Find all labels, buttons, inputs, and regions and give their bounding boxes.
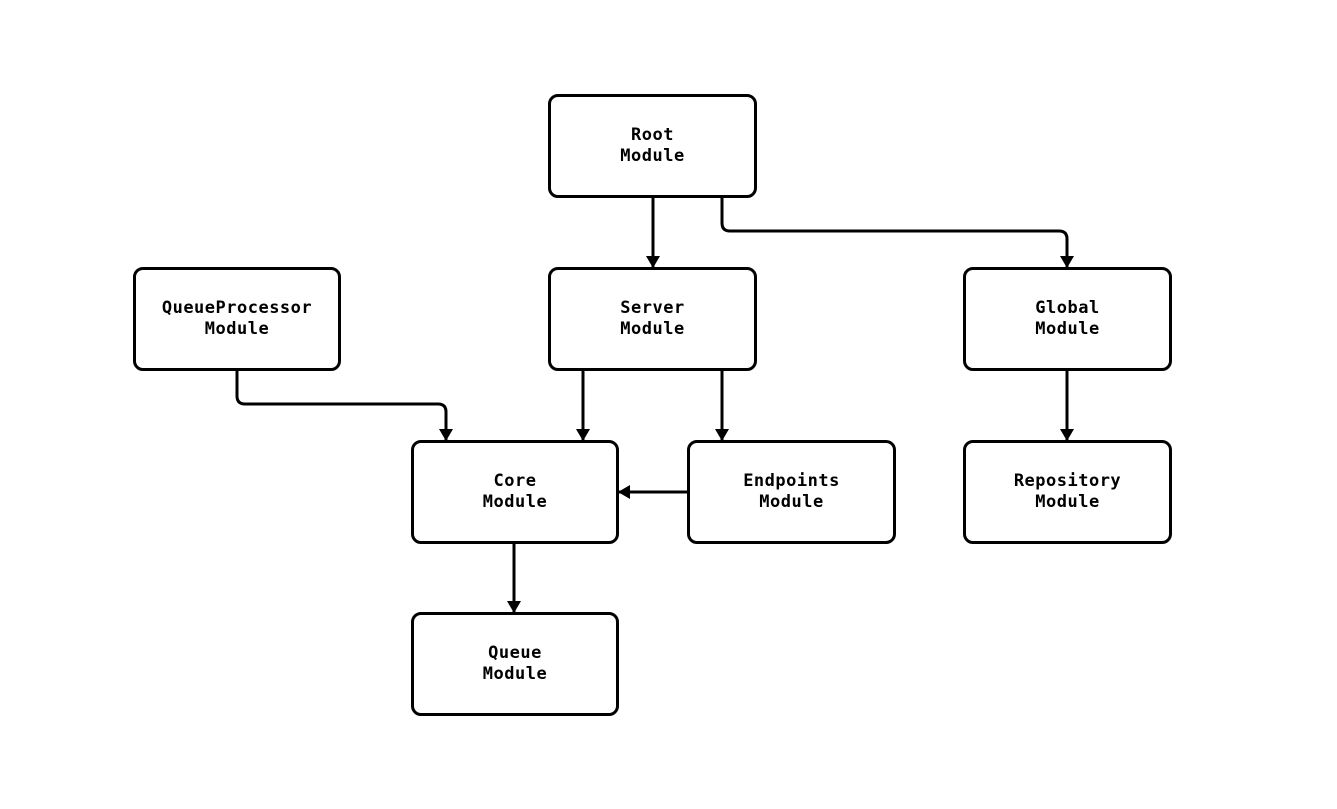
node-queue-label: Queue Module [482, 643, 548, 684]
node-repository-module: Repository Module [963, 440, 1172, 544]
node-server-module: Server Module [548, 267, 757, 371]
node-endpoints-label: Endpoints Module [743, 471, 840, 512]
node-root-module: Root Module [548, 94, 757, 198]
node-global-label: Global Module [1035, 298, 1100, 339]
edge-root-to-global [720, 198, 1074, 268]
node-queueprocessor-label: QueueProcessor Module [161, 298, 313, 339]
node-queue-module: Queue Module [411, 612, 619, 716]
node-server-label: Server Module [620, 298, 685, 339]
node-root-label: Root Module [620, 125, 685, 166]
edge-queueprocessor-to-core [235, 371, 453, 441]
node-core-label: Core Module [482, 471, 548, 512]
node-endpoints-module: Endpoints Module [687, 440, 896, 544]
node-global-module: Global Module [963, 267, 1172, 371]
node-repository-label: Repository Module [1013, 471, 1122, 512]
node-core-module: Core Module [411, 440, 619, 544]
node-queueprocessor-module: QueueProcessor Module [133, 267, 341, 371]
